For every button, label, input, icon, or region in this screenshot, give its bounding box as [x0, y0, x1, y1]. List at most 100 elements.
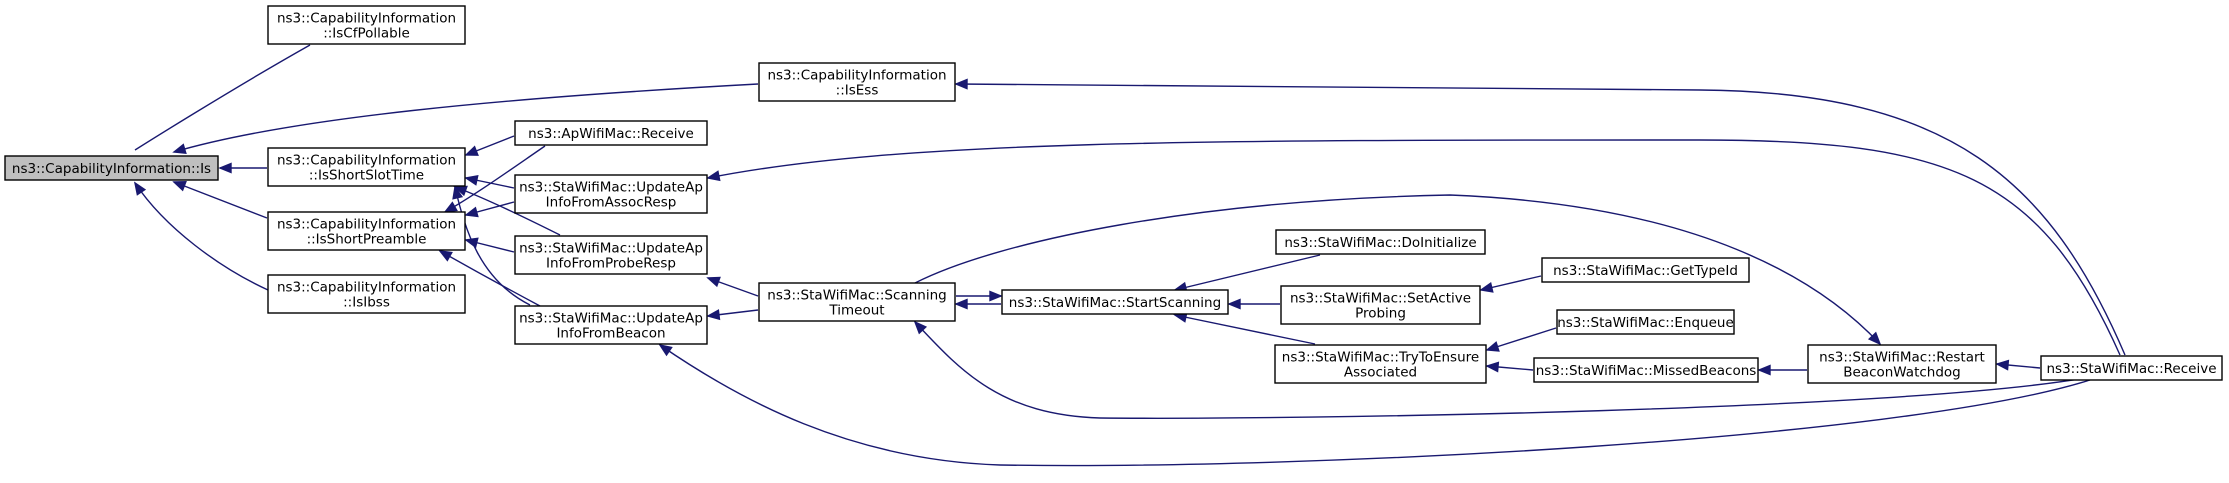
arrowhead [1485, 361, 1500, 373]
node-box [267, 5, 466, 45]
edge-line [1174, 254, 1321, 291]
node-doinit[interactable]: ns3::StaWifiMac::DoInitialize [1275, 229, 1486, 255]
edge-updatebeacon-to-isshortpreamble [438, 250, 541, 307]
edge-missed-to-tryensure [1485, 361, 1534, 373]
edge-updateprobe-to-isshortpreamble [464, 237, 515, 253]
node-updateassoc[interactable]: ns3::StaWifiMac::UpdateApInfoFromAssocRe… [514, 174, 708, 214]
nodes-layer: ns3::CapabilityInformation::Isns3::Capab… [4, 5, 2223, 384]
arrowhead [1485, 341, 1500, 352]
node-box [267, 147, 466, 187]
node-label: ::IsShortSlotTime [309, 168, 424, 184]
edge-line [173, 181, 268, 219]
arrowhead [452, 185, 464, 200]
node-isshortpreamble[interactable]: ns3::CapabilityInformation::IsShortPream… [267, 211, 466, 251]
edge-scantimeout-to-updateprobe [706, 276, 759, 297]
node-label: ns3::StaWifiMac::SetActive [1290, 291, 1471, 307]
edge-scantimeout-to-startscan [956, 290, 1003, 302]
node-gettypeid[interactable]: ns3::StaWifiMac::GetTypeId [1541, 257, 1750, 283]
edge-apreceive-to-isshortslottime [464, 135, 515, 156]
edge-line [1174, 314, 1316, 345]
edge-stareceive-to-scantimeout [913, 320, 2086, 419]
edge-line [173, 83, 759, 153]
node-is[interactable]: ns3::CapabilityInformation::Is [4, 155, 219, 181]
node-label: ns3::StaWifiMac::UpdateAp [519, 311, 703, 327]
edge-line [914, 194, 1881, 345]
node-box [758, 282, 956, 322]
edge-gettypeid-to-setactive [1479, 275, 1542, 293]
edge-enqueue-to-tryensure [1485, 327, 1557, 352]
arrowhead [1867, 331, 1882, 346]
arrowhead [706, 309, 721, 321]
edge-line [134, 44, 311, 151]
edge-isess-to-is [172, 83, 759, 155]
node-startscan[interactable]: ns3::StaWifiMac::StartScanning [1001, 289, 1229, 315]
edge-isshortslottime-to-is [218, 162, 267, 174]
node-isshortslottime[interactable]: ns3::CapabilityInformation::IsShortSlotT… [267, 147, 466, 187]
node-label: ns3::CapabilityInformation [277, 217, 456, 233]
node-box [1533, 357, 1759, 383]
node-label: ns3::StaWifiMac::Enqueue [1557, 315, 1734, 331]
node-missed[interactable]: ns3::StaWifiMac::MissedBeacons [1533, 357, 1759, 383]
node-box [514, 235, 708, 275]
node-isibss[interactable]: ns3::CapabilityInformation::IsIbss [267, 274, 466, 314]
edge-setactive-to-startscan [1227, 298, 1280, 310]
node-label: ns3::CapabilityInformation::Is [12, 161, 211, 177]
node-label: InfoFromAssocResp [546, 195, 677, 211]
arrowhead [133, 181, 147, 196]
node-box [1001, 289, 1229, 315]
arrowhead [464, 237, 479, 249]
edge-line [955, 83, 2126, 356]
node-label: ns3::CapabilityInformation [277, 11, 456, 27]
arrowhead [913, 320, 928, 335]
edge-updateprobe-to-isshortslottime [453, 185, 561, 236]
arrowhead [443, 201, 458, 213]
arrowhead [464, 145, 479, 156]
node-box [1556, 309, 1735, 335]
node-stareceive[interactable]: ns3::StaWifiMac::Receive [2040, 355, 2223, 381]
node-label: BeaconWatchdog [1843, 365, 1961, 381]
node-box [514, 305, 708, 345]
edge-line [134, 182, 269, 291]
node-label: InfoFromProbeResp [546, 256, 676, 272]
node-iscfpollable[interactable]: ns3::CapabilityInformation::IsCfPollable [267, 5, 466, 45]
edge-apreceive-to-isshortpreamble [443, 145, 546, 213]
edge-line [659, 344, 2091, 467]
node-label: ns3::StaWifiMac::Scanning [767, 288, 946, 304]
arrowhead [954, 78, 968, 90]
node-box [758, 62, 956, 102]
node-box [267, 274, 466, 314]
node-label: ::IsIbss [343, 295, 390, 311]
node-label: ::IsShortPreamble [307, 232, 427, 248]
node-box [1280, 285, 1481, 325]
node-label: Probing [1355, 306, 1406, 322]
node-updateprobe[interactable]: ns3::StaWifiMac::UpdateApInfoFromProbeRe… [514, 235, 708, 275]
node-apreceive[interactable]: ns3::ApWifiMac::Receive [514, 120, 708, 146]
node-label: ::IsCfPollable [323, 26, 410, 42]
edge-line [1486, 327, 1557, 351]
node-label: ns3::CapabilityInformation [277, 153, 456, 169]
node-isess[interactable]: ns3::CapabilityInformation::IsEss [758, 62, 956, 102]
node-label: ns3::CapabilityInformation [277, 280, 456, 296]
arrowhead [172, 143, 187, 155]
edge-isibss-to-is [133, 181, 269, 291]
node-enqueue[interactable]: ns3::StaWifiMac::Enqueue [1556, 309, 1735, 335]
arrowhead [706, 170, 721, 182]
node-label: ns3::StaWifiMac::GetTypeId [1553, 263, 1738, 279]
node-label: ns3::StaWifiMac::TryToEnsure [1282, 350, 1479, 366]
edge-stareceive-to-updatebeacon [658, 343, 2091, 467]
node-box [514, 174, 708, 214]
edge-stareceive-to-updateassoc [706, 139, 2121, 356]
node-box [1274, 344, 1487, 384]
node-label: ns3::StaWifiMac::Restart [1819, 350, 1985, 366]
node-label: ns3::StaWifiMac::DoInitialize [1284, 235, 1476, 251]
arrowhead [706, 276, 721, 288]
node-label: ns3::ApWifiMac::Receive [528, 126, 694, 142]
edge-stareceive-to-isess [954, 78, 2126, 356]
arrowhead [438, 250, 453, 262]
arrowhead [989, 290, 1003, 302]
